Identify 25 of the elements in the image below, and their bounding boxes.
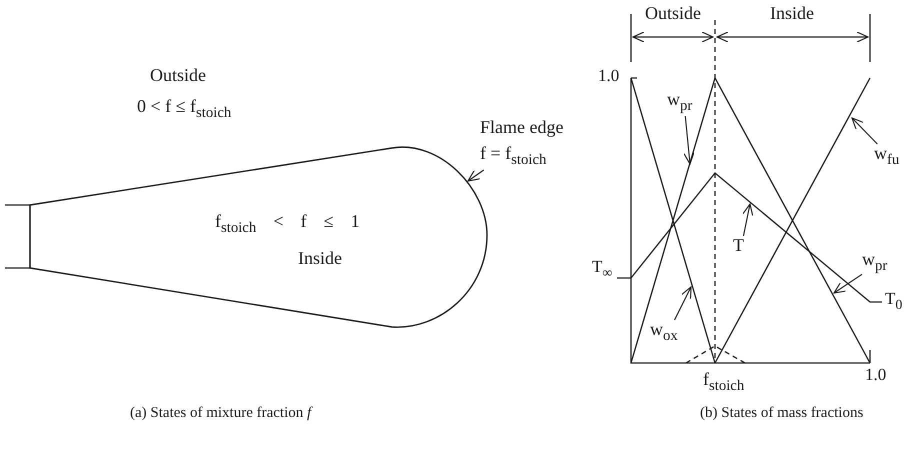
axis-tick-label: f$_{stoich}$ bbox=[703, 370, 744, 390]
region-label: Inside bbox=[770, 4, 814, 24]
figure-caption: (a) States of mixture fraction f bbox=[130, 405, 312, 422]
leader-line bbox=[467, 170, 484, 182]
leader-line bbox=[851, 117, 878, 144]
flame-edge-label: Flame edge bbox=[480, 118, 564, 138]
leader-line bbox=[683, 116, 694, 165]
region-label: Outside bbox=[150, 66, 206, 86]
axis-label: T$_{0}$ bbox=[885, 290, 902, 309]
condition-text: f = f$_{stoich}$ bbox=[480, 144, 546, 164]
condition-text: f$_{stoich}$ < f ≤ 1 bbox=[215, 212, 360, 232]
condition-text: 0 < f ≤ f$_{stoich}$ bbox=[137, 97, 232, 117]
leader-line bbox=[674, 286, 692, 320]
curve-label: w$_{fu}$ bbox=[874, 144, 900, 164]
curve-label: w$_{ox}$ bbox=[650, 320, 678, 340]
curve-label: T bbox=[733, 236, 744, 256]
region-label: Outside bbox=[645, 4, 701, 24]
axis-tick-label: 1.0 bbox=[865, 366, 886, 385]
axis-label: T$_{∞}$ bbox=[592, 258, 612, 277]
region-label: Inside bbox=[298, 249, 342, 269]
figure-caption: (b) States of mass fractions bbox=[700, 405, 864, 422]
leader-line bbox=[833, 274, 862, 294]
flame-outline bbox=[30, 144, 490, 330]
axis-tick-label: 1.0 bbox=[598, 67, 620, 86]
leader-line bbox=[742, 203, 754, 236]
